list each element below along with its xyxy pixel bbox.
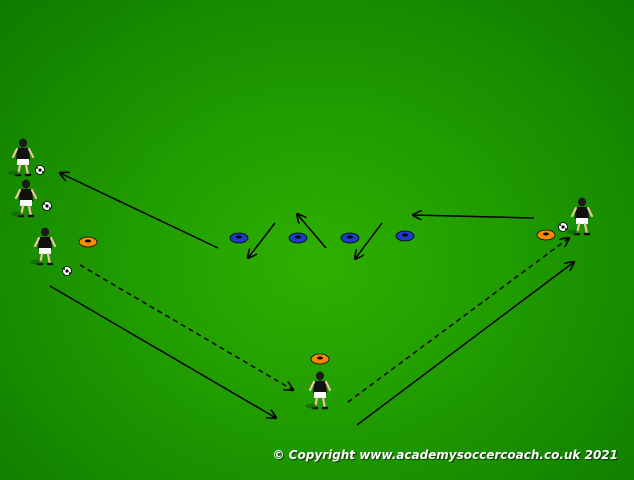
blue-cone-icon (229, 232, 249, 244)
ball-icon (62, 266, 72, 276)
arrow-icon (79, 264, 293, 390)
orange-cone-icon (78, 236, 98, 248)
arrow-icon (248, 222, 276, 258)
player-icon (565, 196, 594, 236)
arrow-icon (413, 215, 535, 218)
player-icon (303, 370, 332, 410)
blue-cone-icon (288, 232, 308, 244)
ball-icon (35, 165, 45, 175)
orange-cone-icon (310, 353, 330, 365)
arrow-icon (297, 214, 327, 249)
arrow-icon (355, 222, 383, 259)
player-icon (6, 137, 35, 177)
arrow-icon (49, 285, 276, 418)
ball-icon (42, 201, 52, 211)
player-icon (28, 226, 57, 266)
blue-cone-icon (395, 230, 415, 242)
ball-icon (558, 222, 568, 232)
arrow-icon (347, 238, 569, 403)
arrow-icon (356, 262, 574, 426)
player-icon (9, 178, 38, 218)
blue-cone-icon (340, 232, 360, 244)
arrow-icon (60, 173, 219, 249)
orange-cone-icon (536, 229, 556, 241)
copyright-text: © Copyright www.academysoccercoach.co.uk… (272, 448, 619, 462)
